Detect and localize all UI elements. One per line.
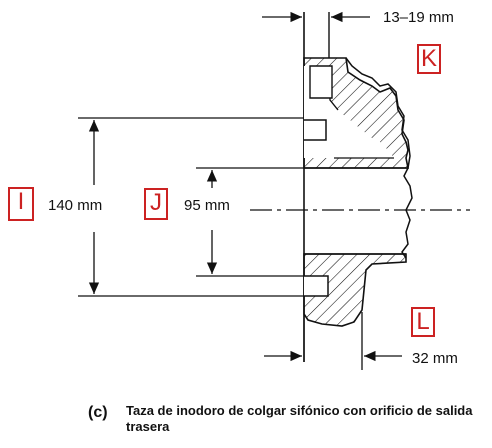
label-top-gap: 13–19 mm xyxy=(383,9,454,26)
label-95: 95 mm xyxy=(184,197,230,214)
tag-j: J xyxy=(144,188,168,220)
tag-l: L xyxy=(411,307,435,337)
upper-bolt-slot xyxy=(304,119,327,141)
caption-text: Taza de inodoro de colgar sifónico con o… xyxy=(126,403,473,434)
label-140: 140 mm xyxy=(48,197,103,214)
caption-letter: (c) xyxy=(88,404,108,421)
tag-k: K xyxy=(417,44,441,74)
tag-i: I xyxy=(8,187,34,221)
label-bottom-gap: 32 mm xyxy=(412,350,458,367)
lower-bowl-section xyxy=(303,253,407,327)
upper-channel xyxy=(309,65,333,99)
lower-bolt-slot xyxy=(304,275,329,297)
bowl-rim-edge xyxy=(345,57,413,259)
